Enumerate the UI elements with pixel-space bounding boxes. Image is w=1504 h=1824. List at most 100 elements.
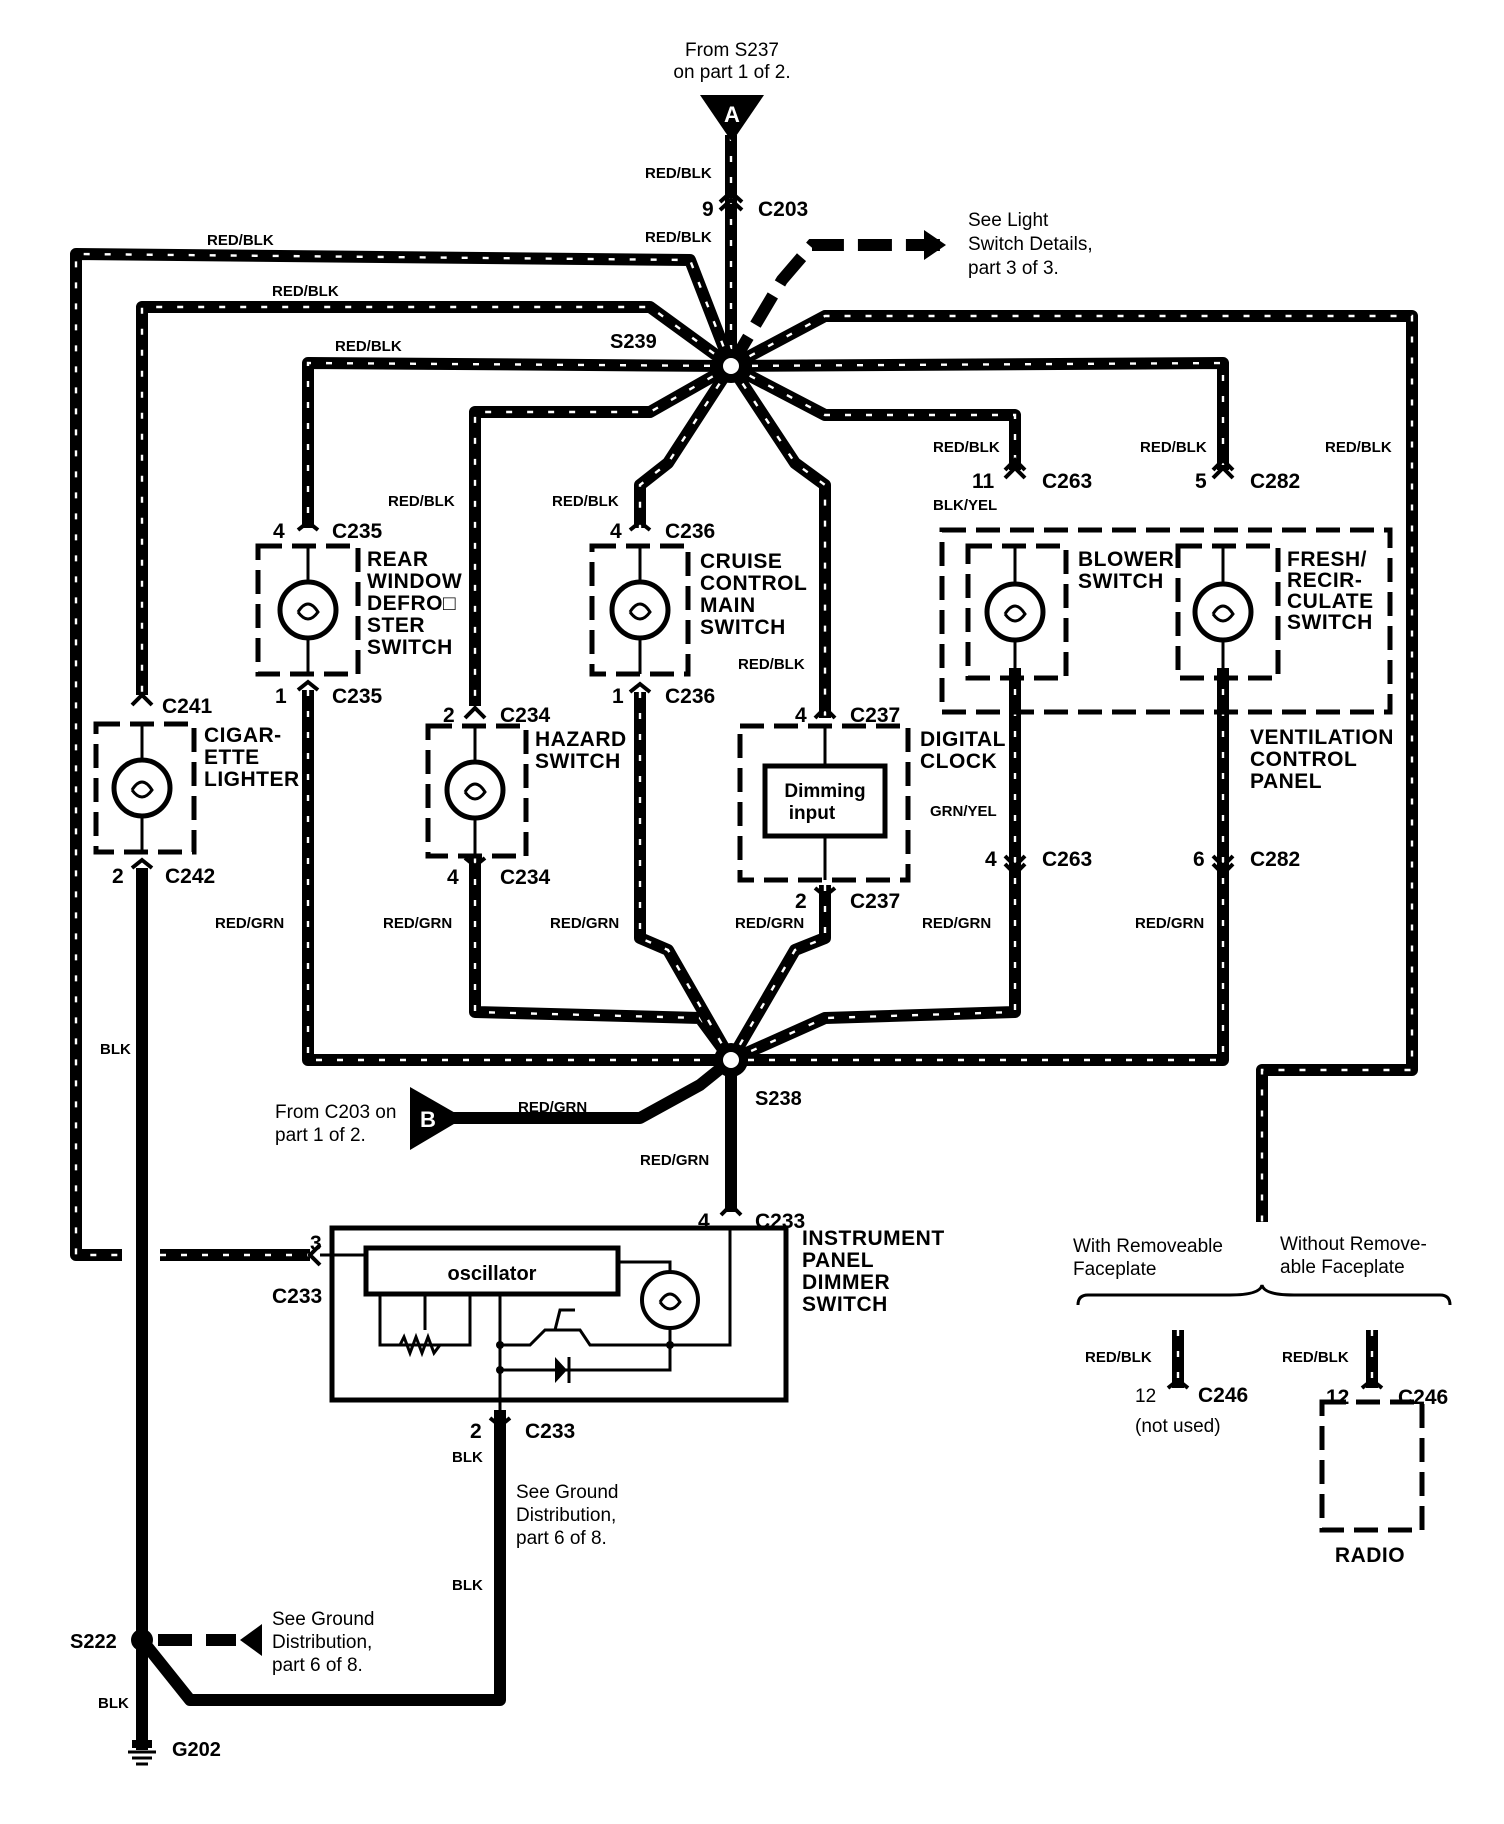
wire-label: RED/BLK <box>207 232 274 249</box>
wire-label: RED/BLK <box>738 656 805 673</box>
wire-label: BLK <box>98 1695 129 1712</box>
wires <box>70 135 1418 1750</box>
wire-dimmer-feed <box>70 248 737 1261</box>
connector-label: C234 <box>500 704 551 727</box>
connector-b: B <box>410 1087 464 1150</box>
wire-label: RED/BLK <box>645 165 712 182</box>
connector-label: C235 <box>332 685 383 708</box>
pin-number: 6 <box>1193 848 1205 871</box>
without-faceplate-1: Without Remove- <box>1280 1234 1427 1255</box>
connector-label: C233 <box>272 1285 322 1308</box>
pin-number: 12 <box>1326 1386 1349 1409</box>
ground-label-g202: G202 <box>172 1739 221 1761</box>
pin-number: 1 <box>275 685 287 708</box>
pin-number: 12 <box>1135 1386 1156 1407</box>
wire-light-switch <box>725 239 940 370</box>
svg-text:CONTROL: CONTROL <box>1250 748 1357 771</box>
wire-label: BLK <box>452 1449 483 1466</box>
wire-label: BLK <box>452 1577 483 1594</box>
ground-symbol-icon <box>128 1740 156 1766</box>
wire-label: RED/GRN <box>550 915 619 932</box>
svg-text:PANEL: PANEL <box>1250 770 1322 793</box>
wire-fresh-feed <box>730 357 1229 470</box>
dimming-input-label: Dimming input <box>784 781 865 824</box>
connector-label: C282 <box>1250 470 1300 493</box>
light-switch-arrow <box>924 230 946 260</box>
svg-text:SWITCH: SWITCH <box>1078 570 1164 593</box>
wire-label: RED/BLK <box>335 338 402 355</box>
connector-label: C237 <box>850 704 900 727</box>
ground-note-upper: See Ground <box>516 1482 618 1503</box>
radio-label: RADIO <box>1335 1544 1405 1567</box>
svg-text:Distribution,: Distribution, <box>272 1632 372 1653</box>
dimmer-switch-label: INSTRUMENT PANEL DIMMER SWITCH <box>802 1227 944 1316</box>
connector-label: C203 <box>758 198 808 221</box>
pin-number: 5 <box>1195 470 1207 493</box>
pin-number: 2 <box>470 1420 482 1443</box>
with-faceplate-1: With Removeable <box>1073 1236 1223 1257</box>
svg-text:BLOWER: BLOWER <box>1078 548 1174 571</box>
rear-defroster-switch <box>255 543 361 677</box>
blower-switch <box>965 543 1069 681</box>
wire-clock-feed <box>725 362 831 718</box>
svg-text:part 6 of 8.: part 6 of 8. <box>272 1655 363 1676</box>
svg-text:SWITCH: SWITCH <box>367 636 453 659</box>
ventilation-control-panel <box>939 527 1393 715</box>
splice-s222 <box>131 1629 153 1651</box>
ground-dist-arrow <box>240 1624 262 1656</box>
fresh-recirc-label: FRESH/ RECIR- CULATE SWITCH <box>1287 548 1374 634</box>
svg-text:VENTILATION: VENTILATION <box>1250 726 1394 749</box>
svg-text:SWITCH: SWITCH <box>802 1293 888 1316</box>
svg-text:WINDOW: WINDOW <box>367 570 462 593</box>
wire-label: RED/BLK <box>933 439 1000 456</box>
svg-text:B: B <box>420 1107 436 1132</box>
wire-label: RED/GRN <box>922 915 991 932</box>
digital-clock <box>737 723 911 883</box>
connector-label: C282 <box>1250 848 1300 871</box>
wire-label: RED/BLK <box>272 283 339 300</box>
with-faceplate-2: Faceplate <box>1073 1259 1156 1280</box>
wire-label: RED/BLK <box>1282 1349 1349 1366</box>
svg-text:CONTROL: CONTROL <box>700 572 807 595</box>
svg-text:RECIR-: RECIR- <box>1287 569 1362 592</box>
connector-label: C236 <box>665 520 715 543</box>
light-note-2: Switch Details, <box>968 234 1093 255</box>
svg-text:LIGHTER: LIGHTER <box>204 768 300 791</box>
wire-label: RED/BLK <box>1140 439 1207 456</box>
rear-defroster-label: REAR WINDOW DEFRO□ STER SWITCH <box>367 548 462 659</box>
without-faceplate-2: able Faceplate <box>1280 1257 1405 1278</box>
wire-label: GRN/YEL <box>930 803 997 820</box>
wire-label: RED/BLK <box>1325 439 1392 456</box>
wire-cruise-return <box>634 692 737 1063</box>
wire-label: RED/BLK <box>645 229 712 246</box>
pin-number: 2 <box>795 890 807 913</box>
ground-note-lower: See Ground <box>272 1609 374 1630</box>
svg-text:ETTE: ETTE <box>204 746 260 769</box>
cigarette-lighter <box>93 721 197 855</box>
splice-s238 <box>714 1043 748 1077</box>
fresh-recirculate-switch <box>1175 543 1281 681</box>
wire-defroster-feed <box>302 357 732 528</box>
pin-number: 4 <box>273 520 285 543</box>
b-note-2: part 1 of 2. <box>275 1125 366 1146</box>
faceplate-bracket <box>1076 1284 1452 1306</box>
pin-number: 11 <box>972 470 995 493</box>
hazard-label: HAZARD SWITCH <box>535 728 626 773</box>
wire-label: RED/BLK <box>1085 1349 1152 1366</box>
connector-label: C237 <box>850 890 900 913</box>
svg-text:STER: STER <box>367 614 425 637</box>
pin-number: 4 <box>985 848 997 871</box>
splice-s239 <box>714 349 748 383</box>
svg-text:CIGAR-: CIGAR- <box>204 724 282 747</box>
cruise-control-switch <box>589 543 691 677</box>
connector-label: C235 <box>332 520 383 543</box>
wire-label: RED/GRN <box>735 915 804 932</box>
top-note-2: on part 1 of 2. <box>673 62 790 83</box>
connector-label: C246 <box>1398 1386 1448 1409</box>
svg-text:CULATE: CULATE <box>1287 590 1374 613</box>
svg-text:Distribution,: Distribution, <box>516 1505 616 1526</box>
svg-text:part 6 of 8.: part 6 of 8. <box>516 1528 607 1549</box>
wire-b-feed <box>442 1055 735 1124</box>
splice-label-s222: S222 <box>70 1631 117 1653</box>
pin-number: 2 <box>112 865 124 888</box>
